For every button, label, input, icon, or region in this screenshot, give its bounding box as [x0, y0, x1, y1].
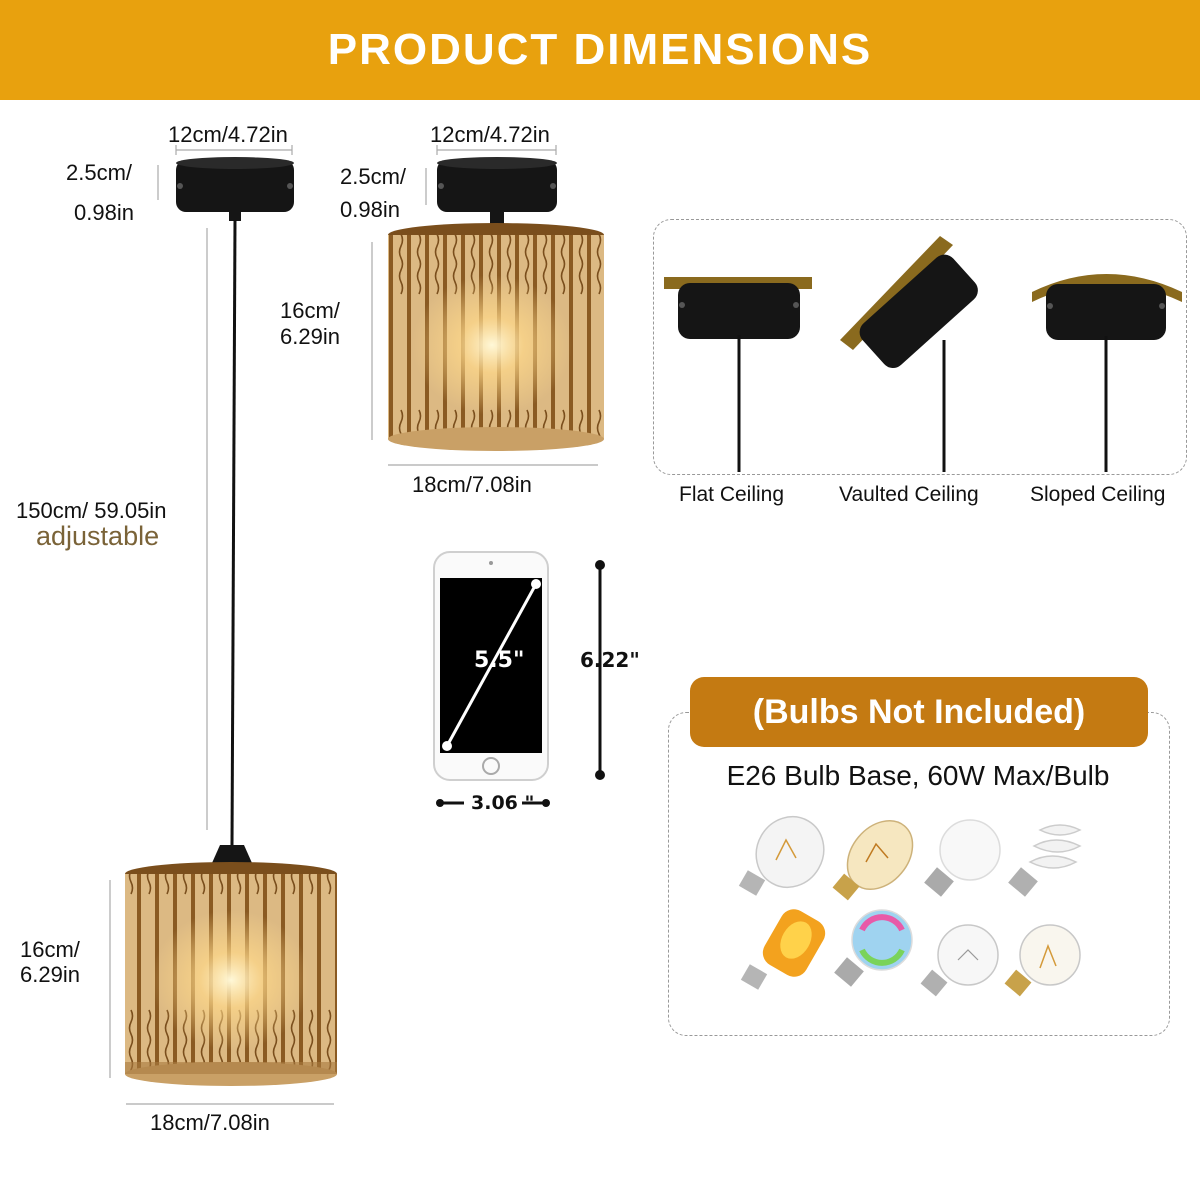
phone-width-label: 3.06 " [471, 792, 535, 814]
cord-length-label: 150cm/ 59.05in [16, 498, 167, 523]
header-banner: PRODUCT DIMENSIONS [0, 0, 1200, 100]
pendant-canopy-height-label-1: 2.5cm/ [66, 160, 133, 185]
pendant-cord [230, 219, 237, 846]
page-title: PRODUCT DIMENSIONS [327, 25, 873, 74]
led-a19-bulb-icon [924, 819, 1001, 897]
flame-effect-bulb-icon [740, 909, 826, 990]
cfl-spiral-bulb-icon [1008, 824, 1082, 897]
pendant-canopy-height-label-2: 0.98in [74, 200, 134, 225]
ceiling-label-flat: Flat Ceiling [679, 483, 785, 506]
phone-diagonal-label: 5.5" [474, 648, 525, 673]
flush-canopy-width-label: 12cm/4.72in [430, 122, 550, 147]
clear-a19-bulb-icon [920, 924, 999, 997]
flush-mount-light [371, 145, 604, 466]
phone-size-reference [433, 551, 605, 807]
ceiling-label-vaulted: Vaulted Ceiling [839, 483, 979, 506]
flush-canopy-height-label-1: 2.5cm/ [340, 164, 407, 189]
edison-st64-bulb-icon [738, 815, 825, 896]
pendant-shade-height-label-2: 6.29in [20, 962, 80, 987]
flush-shade-width-label: 18cm/7.08in [412, 472, 532, 497]
pendant-shade-height-label-1: 16cm/ [20, 937, 80, 962]
bulbs-not-included-badge: (Bulbs Not Included) [690, 677, 1148, 747]
bulb-type-icons [738, 815, 1082, 997]
rgb-smart-bulb-icon [834, 909, 913, 987]
pendant-light [109, 145, 337, 1105]
flush-shade-height-label-2: 6.29in [280, 324, 340, 349]
ceiling-types [664, 236, 1182, 472]
bulbs-not-included-label: (Bulbs Not Included) [752, 692, 1086, 731]
flush-shade-height-label-1: 16cm/ [280, 298, 340, 323]
edison-tubular-bulb-icon [832, 820, 914, 901]
flush-canopy [437, 160, 557, 212]
phone-height-label: 6.22" [580, 648, 640, 672]
pendant-shade-width-label: 18cm/7.08in [150, 1110, 270, 1135]
pendant-canopy [176, 160, 294, 212]
bulb-spec-label: E26 Bulb Base, 60W Max/Bulb [726, 760, 1110, 791]
flush-canopy-height-label-2: 0.98in [340, 197, 400, 222]
pendant-canopy-width-label: 12cm/4.72in [168, 122, 288, 147]
cord-adjustable-label: adjustable [36, 521, 160, 551]
filament-globe-bulb-icon [1004, 924, 1081, 997]
ceiling-types-panel [653, 219, 1187, 475]
ceiling-label-sloped: Sloped Ceiling [1030, 483, 1166, 506]
